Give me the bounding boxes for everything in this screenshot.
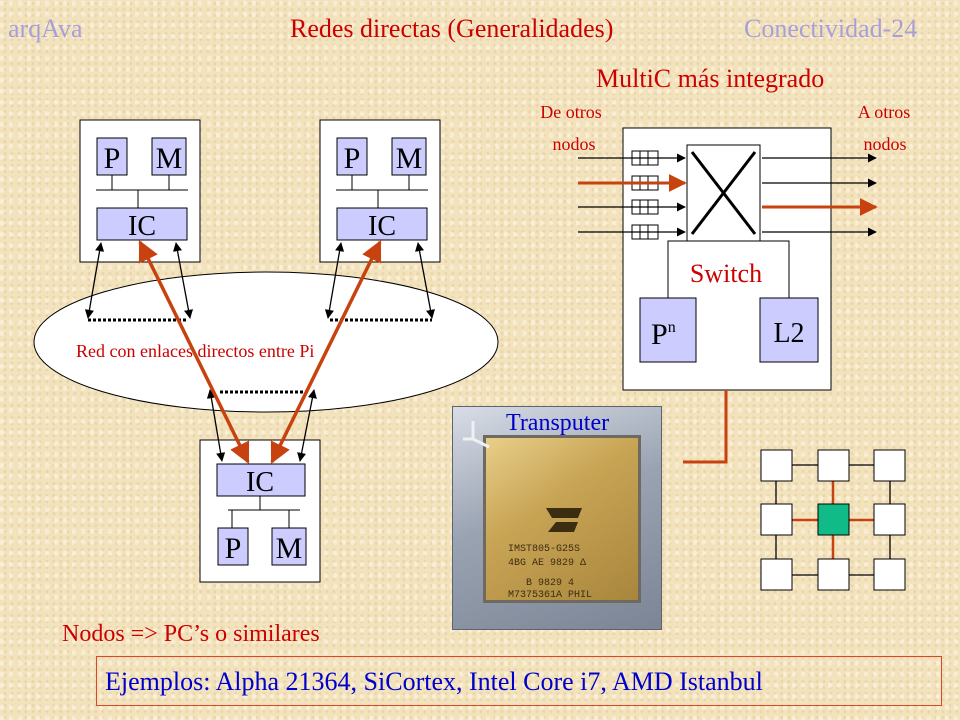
multic-node: De otros nodos A otros nodos Switch [540,102,911,464]
mesh-node [873,558,906,591]
node1-ic-label: IC [128,211,156,242]
mesh-node [817,558,850,591]
slide-title: Redes directas (Generalidades) [290,14,614,43]
chip-marking-2: 4BG AE 9829 Δ [508,558,587,569]
header-course: arqAva [8,14,83,43]
chip-corner-mark [463,421,490,449]
output-lines [762,153,878,237]
slide-number: Conectividad-24 [744,14,918,43]
l2-cache-label: L2 [773,318,804,349]
node3-m-box [271,527,307,566]
node-bottom: IC P M [199,439,321,583]
node1-p-box [96,137,128,176]
nodes-note: Nodos => PC’s o similares [62,621,320,647]
chip-lid: IMST805-G25S 4BG AE 9829 Δ B 9829 4 M737… [483,435,641,603]
transputer-link-line [683,390,728,464]
to-nodes-label-2: nodos [863,134,906,154]
node2-p-box [336,137,368,176]
node2-ic-label: IC [368,211,396,242]
node3-p-label: P [225,532,242,565]
node1-ic-box [96,207,188,241]
node1-m-label: M [156,142,183,175]
mesh-node [873,503,906,536]
node3-m-label: M [276,532,303,565]
highlighted-routes [138,240,382,464]
l2-cache-box [759,297,819,363]
input-lines [578,153,687,237]
chip-marking-4: M7375361A PHIL [508,590,593,601]
multic-title: MultiC más integrado [596,64,825,93]
mesh-node [760,558,793,591]
mesh-node [873,449,906,482]
node2-m-label: M [396,142,423,175]
mesh-network [760,449,906,591]
chip-marking-1: IMST805-G25S [508,544,581,555]
mesh-node [817,449,850,482]
chip-marking-3: B 9829 4 [526,578,575,589]
node2-ic-box [336,207,428,241]
node3-p-box [217,527,249,566]
processor-label: Pn [651,318,676,351]
st-logo-icon [546,508,582,532]
switch-label: Switch [690,259,762,288]
node1-p-label: P [104,142,121,175]
processor-box [639,297,697,363]
to-nodes-label-1: A otros [858,102,911,122]
node3-ic-box [216,463,306,497]
node2-m-box [391,137,427,176]
processor-superscript: n [668,319,676,336]
examples-box: Ejemplos: Alpha 21364, SiCortex, Intel C… [96,656,942,706]
from-nodes-label-1: De otros [540,102,602,122]
transputer-label: Transputer [506,410,610,436]
mesh-node-center [817,503,850,536]
mesh-node [760,503,793,536]
mesh-node [760,449,793,482]
node1-m-box [151,137,187,176]
crossbar-switch [686,144,761,242]
node-top-left: P M IC [79,119,201,263]
from-nodes-label-2: nodos [552,134,595,154]
network-ellipse: Red con enlaces directos entre Pi [33,271,499,413]
node3-ic-label: IC [246,467,274,498]
node2-p-label: P [344,142,361,175]
transputer-chip-photo: IMST805-G25S 4BG AE 9829 Δ B 9829 4 M737… [452,406,662,630]
node-top-right: P M IC [319,119,441,263]
